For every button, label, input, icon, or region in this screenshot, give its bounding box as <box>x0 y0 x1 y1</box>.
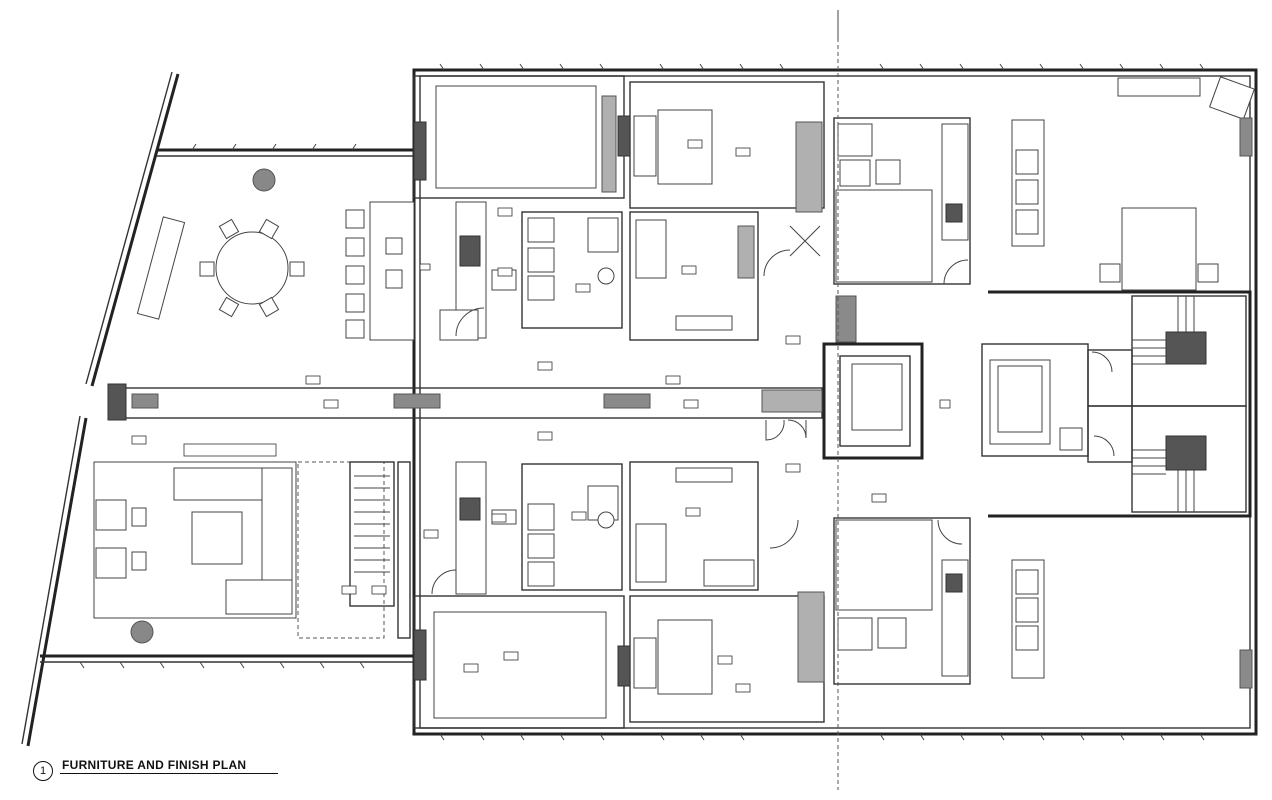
stair-core <box>988 290 1252 518</box>
dining-area <box>136 168 305 320</box>
upper-baths <box>521 211 759 341</box>
central-corridor <box>107 383 823 421</box>
master-suite-upper <box>833 76 1256 343</box>
lower-stair <box>349 461 411 639</box>
elevator-core <box>822 342 1089 460</box>
upper-bedroom <box>617 81 825 257</box>
title-number: 1 <box>33 761 53 781</box>
lower-kitchenette <box>455 461 517 595</box>
lower-rec-room <box>413 595 625 729</box>
upper-media-room <box>413 75 625 199</box>
title-underline <box>60 773 278 774</box>
lower-bedroom <box>617 591 825 723</box>
room-tags <box>131 139 951 693</box>
mullion-ticks <box>79 63 1205 741</box>
plan-title: FURNITURE AND FINISH PLAN <box>62 758 247 772</box>
kitchen-island <box>345 201 517 341</box>
door-swing-arcs <box>431 249 1115 595</box>
lower-baths <box>521 461 759 591</box>
master-suite-lower <box>833 517 1253 689</box>
lounge-area <box>93 443 385 644</box>
